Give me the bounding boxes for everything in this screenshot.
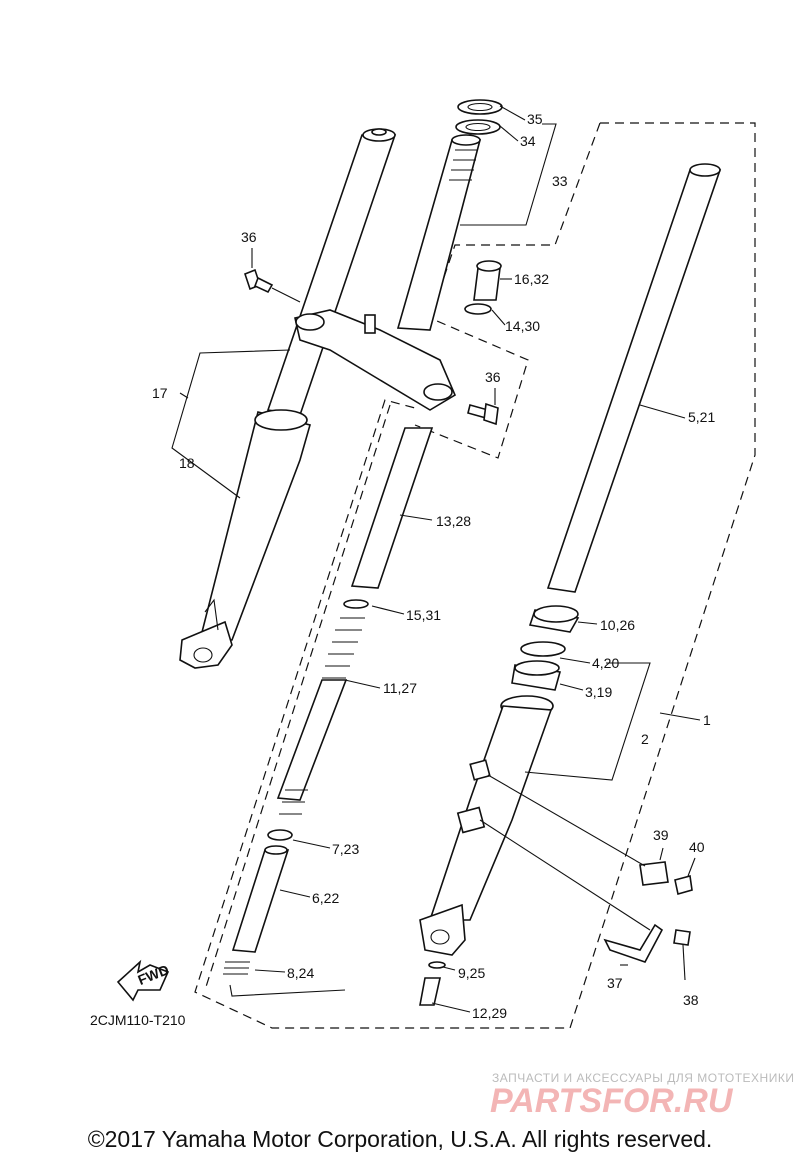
callout-labels: 35 34 33 36 16,32 14,30 36 17 18 5,21 13… (90, 111, 715, 1028)
callout-12-29: 12,29 (472, 1005, 507, 1021)
callout-15-31: 15,31 (406, 607, 441, 623)
bearing-race-34-35 (455, 99, 503, 135)
fwd-arrow-icon: FWD (116, 959, 171, 1002)
copyright-notice: ©2017 Yamaha Motor Corporation, U.S.A. A… (87, 1126, 713, 1152)
watermark: ЗАПЧАСТИ И АКСЕССУАРЫ ДЛЯ МОТОТЕХНИКИ PA… (490, 1071, 794, 1120)
leader-lines (171, 105, 701, 1013)
clamp-39 (639, 861, 693, 896)
bolt-36-right (467, 402, 499, 426)
callout-7-23: 7,23 (332, 841, 359, 857)
drain-bolt-12 (419, 961, 446, 1006)
seal-set (511, 605, 580, 691)
callout-6-22: 6,22 (312, 890, 339, 906)
callout-14-30: 14,30 (505, 318, 540, 334)
callout-1: 1 (703, 712, 711, 728)
callout-3-19: 3,19 (585, 684, 612, 700)
callout-38: 38 (683, 992, 699, 1008)
assembly-boundary-1 (194, 122, 756, 1029)
cap-bolt-16 (464, 260, 502, 315)
bolt-36-left (244, 268, 274, 294)
callout-36-left: 36 (241, 229, 257, 245)
callout-9-25: 9,25 (458, 965, 485, 981)
callout-34: 34 (520, 133, 536, 149)
diagram-code: 2CJM110-T210 (90, 1012, 186, 1028)
assembly-boundary-inner (204, 404, 391, 991)
inner-tube-5 (546, 163, 722, 593)
callout-36-right: 36 (485, 369, 501, 385)
callout-8-24: 8,24 (287, 965, 314, 981)
callout-18: 18 (179, 455, 195, 471)
left-fork-leg (179, 128, 397, 669)
watermark-brand: PARTSFOR.RU (490, 1082, 734, 1120)
outer-tube-2 (419, 695, 554, 956)
callout-17: 17 (152, 385, 168, 401)
watermark-line1: ЗАПЧАСТИ И АКСЕССУАРЫ ДЛЯ МОТОТЕХНИКИ (492, 1071, 794, 1085)
callout-10-26: 10,26 (600, 617, 635, 633)
callout-35: 35 (527, 111, 543, 127)
washer-15 (343, 599, 369, 609)
callout-33: 33 (552, 173, 568, 189)
callout-5-21: 5,21 (688, 409, 715, 425)
callout-39: 39 (653, 827, 669, 843)
damper-parts (223, 829, 293, 975)
bracket-37 (603, 923, 691, 963)
callout-16-32: 16,32 (514, 271, 549, 287)
callout-40: 40 (689, 839, 705, 855)
fork-spring-11 (276, 617, 365, 815)
callout-37: 37 (607, 975, 623, 991)
steering-stem (294, 134, 482, 411)
callout-2: 2 (641, 731, 649, 747)
spacer-pipe-13 (350, 427, 434, 589)
callout-11-27: 11,27 (383, 680, 417, 696)
callout-13-28: 13,28 (436, 513, 471, 529)
callout-4-20: 4,20 (592, 655, 619, 671)
